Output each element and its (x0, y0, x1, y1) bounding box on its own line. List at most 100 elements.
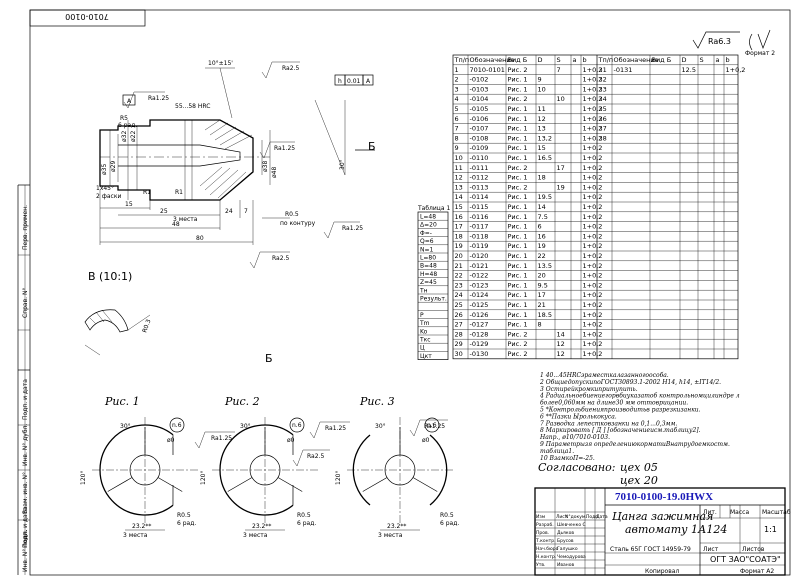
roughness-symbol: Ra6.3 Формат 2 (692, 29, 775, 57)
table-cell: -0103 (470, 85, 489, 93)
strip-label-4: Инв. N° дубл. (22, 424, 29, 466)
table-header-cell: S (557, 56, 561, 64)
side-table-cell: L=48 (420, 214, 436, 221)
table-cell: 1+0,2 (583, 232, 603, 240)
document-number-stamp: 7010-0100-19.0HWX (615, 491, 713, 503)
dim-angle30: 30° (339, 159, 346, 170)
side-table-cell: H=48 (420, 271, 437, 278)
table-header-cell: Тп/п (598, 56, 614, 64)
title-block-role: Утв. (536, 562, 545, 568)
table-header-cell: Тп/п (454, 56, 470, 64)
lists-label: Листов (742, 546, 765, 553)
fig-r05: R0.5 (177, 512, 191, 519)
table-cell: Рис. 1 (508, 321, 528, 329)
title-block-name: Дьяков (557, 530, 574, 536)
side-table-cell: Цкт (420, 353, 432, 360)
table-cell: -0124 (470, 291, 489, 299)
dim-angle-top: 10°±15' (208, 60, 233, 67)
dim-r05: R0.5 (285, 211, 299, 218)
table-cell: 1+0,2 (583, 272, 603, 280)
fig-angle-120: 120° (80, 471, 87, 485)
table-cell: 1+0,2 (583, 193, 603, 201)
dim-chamfer-sub: 2 фаски (96, 193, 121, 200)
table-header-cell: b (583, 56, 587, 64)
table-cell: Рис. 2 (508, 95, 528, 103)
dim-r05-sub: по контуру (280, 220, 316, 227)
side-table: Таблица 1L=48Δ=20Φ=-Q=6N=1L=80B=48H=48Z=… (417, 205, 450, 360)
table-cell: 1+0,2 (583, 242, 603, 250)
agreed-label: Согласовано: (538, 461, 615, 474)
detail-view-title: В (10:1) (88, 270, 132, 283)
side-table-cell: Тm (419, 320, 430, 327)
table-cell: Рис. 1 (508, 134, 528, 142)
table-cell: 1+0,2 (583, 95, 603, 103)
note-line: 4 Радиальноебиениегорвбиуказатоб контрол… (539, 393, 740, 400)
note-line: 2 ОбщиедопускиnoГОСТ30893.1-2002 H14, h1… (539, 379, 721, 386)
roughness-value: Ra6.3 (708, 37, 731, 46)
table-cell: 13.5 (538, 262, 552, 270)
dim-25: 25 (160, 208, 168, 215)
table-cell: Рис. 1 (508, 115, 528, 123)
dim-d35: ø35 (101, 164, 108, 175)
table-cell: Рис. 1 (508, 223, 528, 231)
fig-dim-232: 23.2** (252, 523, 271, 530)
table-cell: -0105 (470, 105, 489, 113)
table-cell: 33 (599, 85, 607, 93)
title-block-header: Дата (596, 514, 608, 520)
table-cell: 15 (455, 203, 463, 211)
table-cell: 17 (455, 223, 463, 231)
note-line: 3 Остирейкромкипритупить. (540, 386, 638, 393)
table-cell: 1+0,2 (583, 66, 603, 74)
table-cell: 1+0,2 (583, 252, 603, 260)
table-cell: 18 (538, 174, 546, 182)
table-cell: 10 (557, 95, 565, 103)
table-cell: -0123 (470, 281, 489, 289)
table-cell: -0104 (470, 95, 489, 103)
table-cell: 35 (599, 105, 607, 113)
title-block-role: Пров. (536, 530, 549, 536)
table-cell: Рис. 1 (508, 154, 528, 162)
code-box (29, 9, 146, 27)
note-line: 6 **Пазки Ыролькокуса. (540, 413, 617, 420)
dim-ra25-top: Ra2.5 (282, 65, 299, 72)
dim-r1-a: R1 (143, 189, 151, 196)
table-cell: -0114 (470, 193, 489, 201)
table-cell: -0130 (470, 350, 489, 358)
strip-label-7: Инв. N° подл. (22, 529, 29, 572)
section-hatch (199, 119, 253, 199)
table-cell: Рис. 2 (508, 183, 528, 191)
fig-ra25: Ra2.5 (307, 453, 324, 460)
table-cell: -0115 (470, 203, 489, 211)
dim-r5: R5 (120, 115, 128, 122)
fig-rad6: 6 рад. (297, 520, 316, 527)
table-cell: 1+0,2 (583, 115, 603, 123)
part-subtitle: автомату 1А124 (625, 523, 727, 536)
list-label: Лист (703, 546, 719, 553)
table-cell: 1+0,2 (583, 164, 603, 172)
table-cell: 1+0,2 (583, 223, 603, 231)
table-cell: 1 (455, 66, 459, 74)
strip-label-3: Подп. и дата (22, 379, 29, 420)
dim-hrc: 55...58 HRC (175, 103, 210, 110)
dim-ra125-right: Ra1.25 (342, 225, 363, 232)
table-cell: 3 (455, 85, 459, 93)
dim-d38: ø38 (262, 161, 269, 172)
table-cell: 25 (455, 301, 463, 309)
side-table-cell: Φ=- (420, 230, 432, 237)
table-cell: 1+0,2 (583, 154, 603, 162)
table-cell: -0113 (470, 183, 489, 191)
table-cell: Рис. 1 (508, 203, 528, 211)
table-cell: 38 (599, 134, 607, 142)
side-table-cell: Ц (420, 345, 425, 352)
note-line: 5 *Контрольбиенияпроизводитьв разрезкиза… (540, 407, 701, 414)
table-cell: -0110 (470, 154, 489, 162)
title-block-name: Галушко (557, 546, 578, 552)
table-cell: 28 (455, 330, 463, 338)
table-cell: 29 (455, 340, 463, 348)
agreed-shop-1: цех 05 (620, 461, 658, 474)
table-cell: 10 (538, 85, 546, 93)
